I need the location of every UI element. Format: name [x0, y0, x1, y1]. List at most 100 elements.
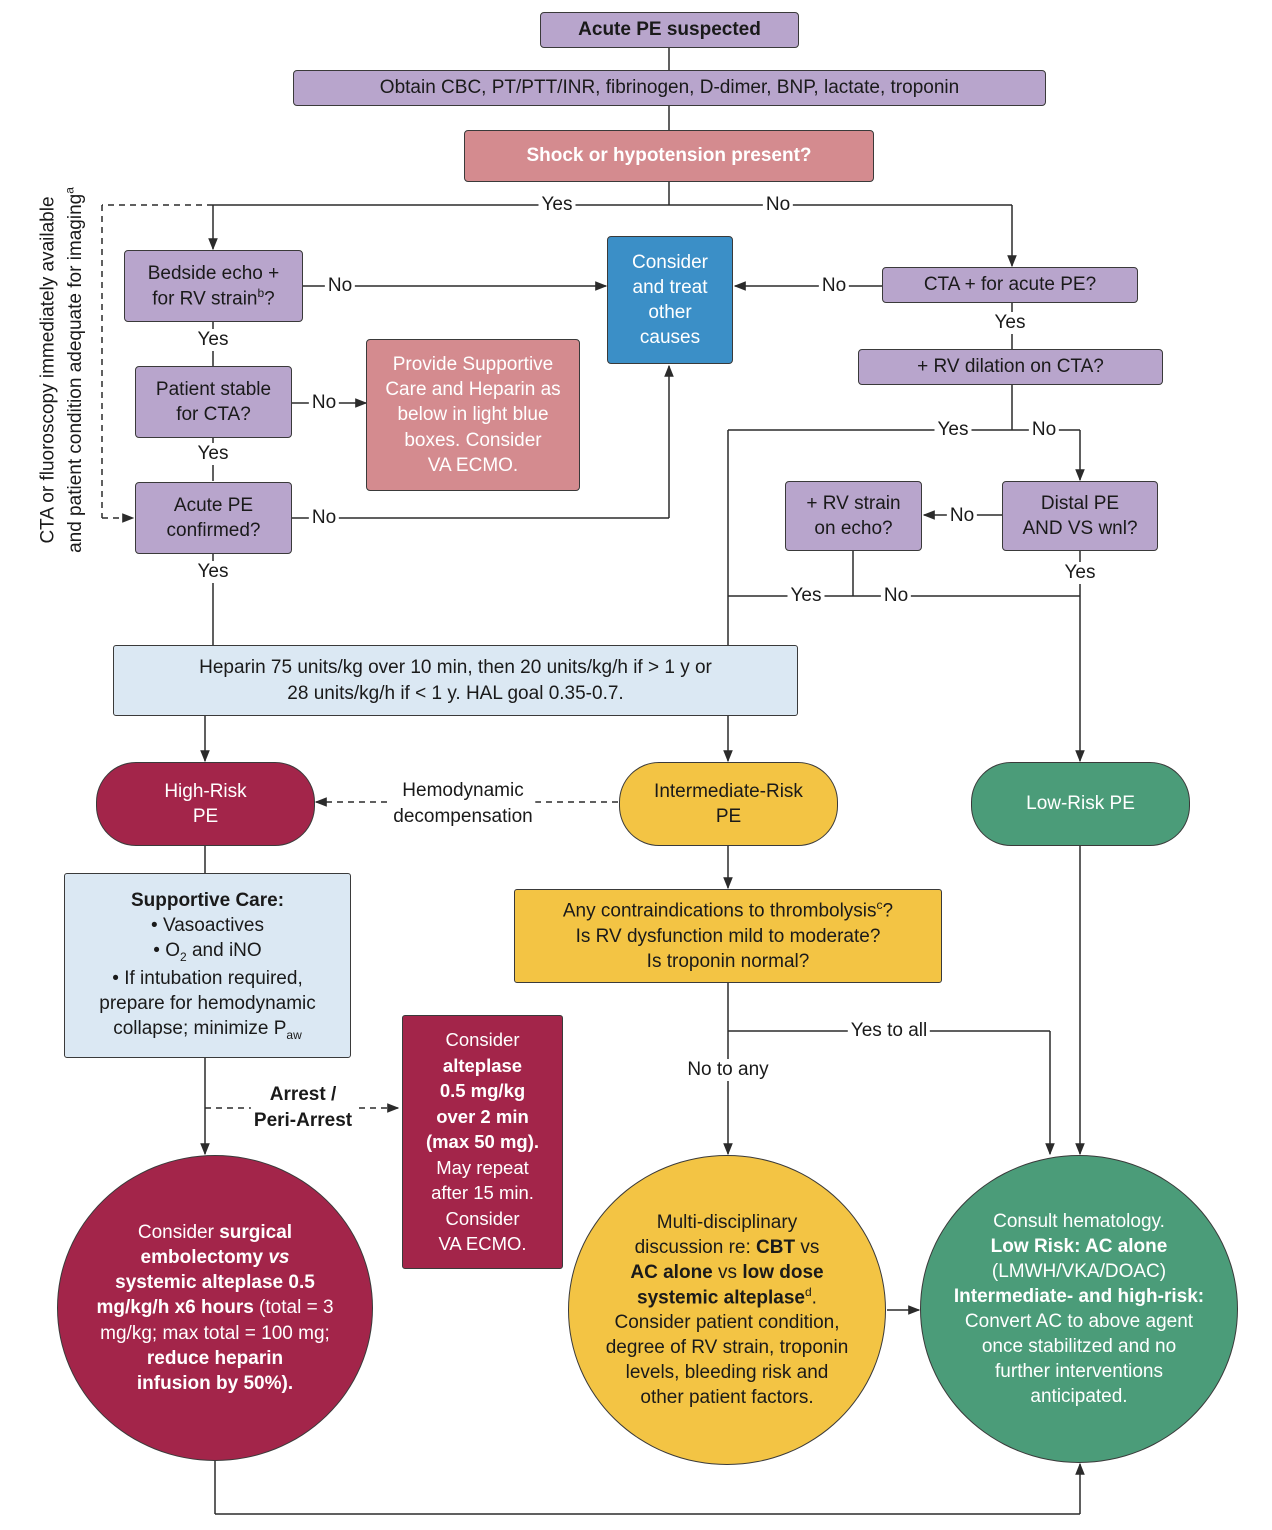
high-risk-pe-node: High-Risk PE [96, 762, 315, 846]
rv-strain-line1: + RV strain [806, 492, 901, 514]
supportive-heparin-line2: Care and Heparin as [385, 379, 561, 401]
consider-treat-other-causes-box: Consider and treat other causes [607, 236, 733, 364]
multi-line1: Multi-disciplinary [656, 1211, 798, 1233]
label-no-echo: No [324, 275, 356, 297]
supportive-care-box: Supportive Care: • Vasoactives • O2 and … [64, 873, 351, 1058]
alteplase-l7: after 15 min. [431, 1182, 534, 1204]
obtain-labs-box: Obtain CBC, PT/PTT/INR, fibrinogen, D-di… [293, 70, 1046, 106]
patient-stable-box: Patient stable for CTA? [135, 366, 292, 438]
supportive-care-o2: • O2 and iNO [153, 939, 262, 964]
label-hemodynamic-decompensation: Hemodynamic decompensation [390, 778, 536, 830]
alteplase-box: Consider alteplase 0.5 mg/kg over 2 min … [402, 1015, 563, 1269]
label-yes-shock: Yes [538, 194, 576, 216]
supportive-care-vasoactives: • Vasoactives [151, 914, 264, 936]
surgical-line3: systemic alteplase 0.5 [115, 1272, 315, 1294]
consider-line2: and treat [632, 276, 708, 298]
distal-pe-box: Distal PE AND VS wnl? [1002, 481, 1158, 551]
label-yes-confirmed: Yes [194, 561, 232, 583]
shock-question-text: Shock or hypotension present? [526, 145, 812, 167]
alteplase-l3: 0.5 mg/kg [439, 1080, 526, 1102]
consult-line8: anticipated. [1030, 1386, 1128, 1408]
acute-confirmed-box: Acute PE confirmed? [135, 482, 292, 554]
surgical-line5: mg/kg; max total = 100 mg; [100, 1322, 330, 1344]
distal-pe-line1: Distal PE [1040, 492, 1120, 514]
contraindications-box: Any contraindications to thrombolysisc? … [514, 889, 942, 983]
consult-line3: (LMWH/VKA/DOAC) [991, 1260, 1167, 1282]
label-yes-cta: Yes [991, 312, 1029, 334]
alteplase-l5: (max 50 mg). [425, 1131, 540, 1153]
supportive-heparin-line4: boxes. Consider [404, 429, 542, 451]
intermediate-risk-line1: Intermediate-Risk [654, 780, 803, 802]
label-arrest: Arrest / Peri-Arrest [250, 1082, 356, 1134]
label-no-stable: No [308, 392, 340, 414]
label-yes-distal: Yes [1061, 562, 1099, 584]
alteplase-l4: over 2 min [436, 1105, 529, 1127]
supportive-heparin-line5: VA ECMO. [427, 454, 519, 476]
alteplase-l2: alteplase [442, 1054, 523, 1076]
bedside-echo-line2: for RV strainb? [152, 285, 275, 310]
surgical-line7: infusion by 50%). [136, 1372, 294, 1394]
supportive-care-prepare: prepare for hemodynamic [99, 992, 316, 1014]
label-yes-rv-strain: Yes [787, 585, 825, 607]
supportive-heparin-box: Provide Supportive Care and Heparin as b… [366, 339, 580, 491]
cta-positive-box: CTA + for acute PE? [882, 267, 1138, 303]
supportive-care-collapse: collapse; minimize Paw [113, 1017, 302, 1042]
supportive-care-intubation: • If intubation required, [112, 967, 303, 989]
label-no-shock: No [762, 194, 794, 216]
label-no-to-any: No to any [684, 1059, 772, 1081]
supportive-care-title: Supportive Care: [130, 889, 285, 911]
acute-confirmed-line1: Acute PE [173, 494, 254, 516]
alteplase-l6: May repeat [436, 1156, 529, 1178]
consult-line6: once stabilitzed and no [981, 1336, 1177, 1358]
supportive-heparin-line3: below in light blue [397, 404, 549, 426]
multi-line5: Consider patient condition, [614, 1312, 840, 1334]
heparin-line2: 28 units/kg/h if < 1 y. HAL goal 0.35-0.… [287, 682, 624, 704]
consult-line2: Low Risk: AC alone [990, 1235, 1168, 1257]
contraindications-line3: Is troponin normal? [646, 950, 810, 972]
contraindications-line2: Is RV dysfunction mild to moderate? [575, 925, 881, 947]
consult-line1: Consult hematology. [993, 1210, 1165, 1232]
label-yes-to-all: Yes to all [847, 1020, 931, 1042]
consider-line4: causes [639, 327, 701, 349]
patient-stable-line1: Patient stable [155, 378, 272, 400]
intermediate-risk-line2: PE [715, 806, 742, 827]
label-no-dilation: No [1028, 419, 1060, 441]
low-risk-pe-node: Low-Risk PE [971, 762, 1190, 846]
label-yes-stable: Yes [194, 443, 232, 465]
alteplase-l1: Consider [445, 1029, 520, 1051]
surgical-line1: Consider surgical [137, 1222, 293, 1244]
high-risk-line1: High-Risk [164, 780, 247, 802]
multi-line8: other patient factors. [640, 1387, 814, 1409]
alteplase-l8: Consider [445, 1207, 520, 1229]
intermediate-risk-pe-node: Intermediate-Risk PE [619, 762, 838, 846]
multi-line2: discussion re: CBT vs [634, 1236, 820, 1258]
consult-line7: further interventions [995, 1361, 1163, 1383]
consult-hematology-circle: Consult hematology. Low Risk: AC alone (… [920, 1155, 1238, 1463]
multi-line3: AC alone vs low dose [630, 1261, 824, 1283]
rv-strain-echo-box: + RV strain on echo? [785, 481, 922, 551]
shock-question-box: Shock or hypotension present? [464, 130, 874, 182]
high-risk-line2: PE [192, 806, 219, 827]
consider-line3: other [648, 302, 692, 323]
label-no-confirmed: No [308, 507, 340, 529]
heparin-dosing-box: Heparin 75 units/kg over 10 min, then 20… [113, 645, 798, 716]
surgical-line4: mg/kg/h x6 hours (total = 3 [96, 1297, 334, 1319]
rv-dilation-box: + RV dilation on CTA? [858, 349, 1163, 385]
label-yes-dilation: Yes [934, 419, 972, 441]
low-risk-text: Low-Risk PE [1026, 793, 1135, 815]
bedside-echo-line1: Bedside echo + [147, 262, 280, 284]
consult-line5: Convert AC to above agent [964, 1311, 1194, 1332]
supportive-heparin-line1: Provide Supportive [392, 354, 554, 376]
patient-stable-line2: for CTA? [176, 404, 251, 425]
multidisciplinary-circle: Multi-disciplinary discussion re: CBT vs… [568, 1155, 886, 1465]
label-yes-echo: Yes [194, 329, 232, 351]
label-no-distal: No [946, 505, 978, 527]
cta-positive-text: CTA + for acute PE? [923, 274, 1097, 296]
rv-strain-line2: on echo? [814, 518, 893, 539]
acute-confirmed-line2: confirmed? [166, 520, 261, 541]
contraindications-line1: Any contraindications to thrombolysisc? [562, 898, 894, 922]
surgical-line6: reduce heparin [146, 1347, 284, 1369]
surgical-line2: embolectomy vs [140, 1247, 290, 1269]
distal-pe-line2: AND VS wnl? [1022, 518, 1138, 539]
bedside-echo-box: Bedside echo + for RV strainb? [124, 250, 303, 322]
